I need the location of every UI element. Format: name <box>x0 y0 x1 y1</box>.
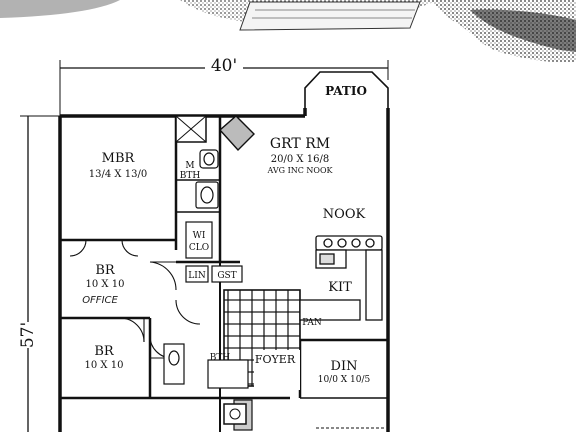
bth-name: BTH <box>210 353 231 363</box>
kitchen-counters <box>299 235 383 321</box>
walk-in-closet: WI CLO <box>185 221 213 259</box>
br2-size: 10 X 10 <box>85 360 124 371</box>
grt-rm-name: GRT RM <box>270 136 330 152</box>
wic-label-bottom: CLO <box>189 243 209 253</box>
pan-name: PAN <box>302 318 322 328</box>
patio: PATIO <box>304 71 389 108</box>
lin-label: LIN <box>188 271 206 281</box>
room-labels: MBR 13/4 X 13/0 GRT RM 20/0 X 16/8 AVG I… <box>82 136 370 385</box>
bottom-edge <box>223 403 384 429</box>
gst-label: GST <box>217 271 236 281</box>
mbth-label-top: M <box>185 161 194 171</box>
depth-dimension: 57' <box>14 115 60 432</box>
mbth-label-bottom: BTH <box>180 171 201 181</box>
din-name: DIN <box>331 359 358 374</box>
mbr-name: MBR <box>102 151 136 166</box>
din-size: 10/0 X 10/5 <box>318 375 371 385</box>
grt-rm-note: AVG INC NOOK <box>266 166 333 175</box>
fireplace <box>175 115 255 152</box>
patio-label: PATIO <box>325 84 367 98</box>
mbth-label-group: M BTH <box>180 161 201 181</box>
br1-name: BR <box>95 263 116 278</box>
width-label: 40' <box>211 56 237 76</box>
br1-size: 10 X 10 <box>86 279 125 290</box>
depth-label: 57' <box>18 322 38 348</box>
wic-label-top: WI <box>193 231 206 241</box>
grt-rm-size: 20/0 X 16/8 <box>271 154 329 165</box>
linen-guest-closets: LIN GST <box>185 265 243 283</box>
master-bath-fixtures <box>195 149 219 209</box>
br2-name: BR <box>94 344 115 359</box>
mbr-size: 13/4 X 13/0 <box>89 169 147 180</box>
foyer-name: FOYER <box>255 353 296 366</box>
br1-note: OFFICE <box>82 295 118 306</box>
landscape-sketch <box>0 0 576 63</box>
nook-name: NOOK <box>323 207 366 222</box>
width-dimension: 40' <box>59 56 389 116</box>
foyer-tile-floor <box>223 289 301 390</box>
kit-name: KIT <box>328 280 352 295</box>
